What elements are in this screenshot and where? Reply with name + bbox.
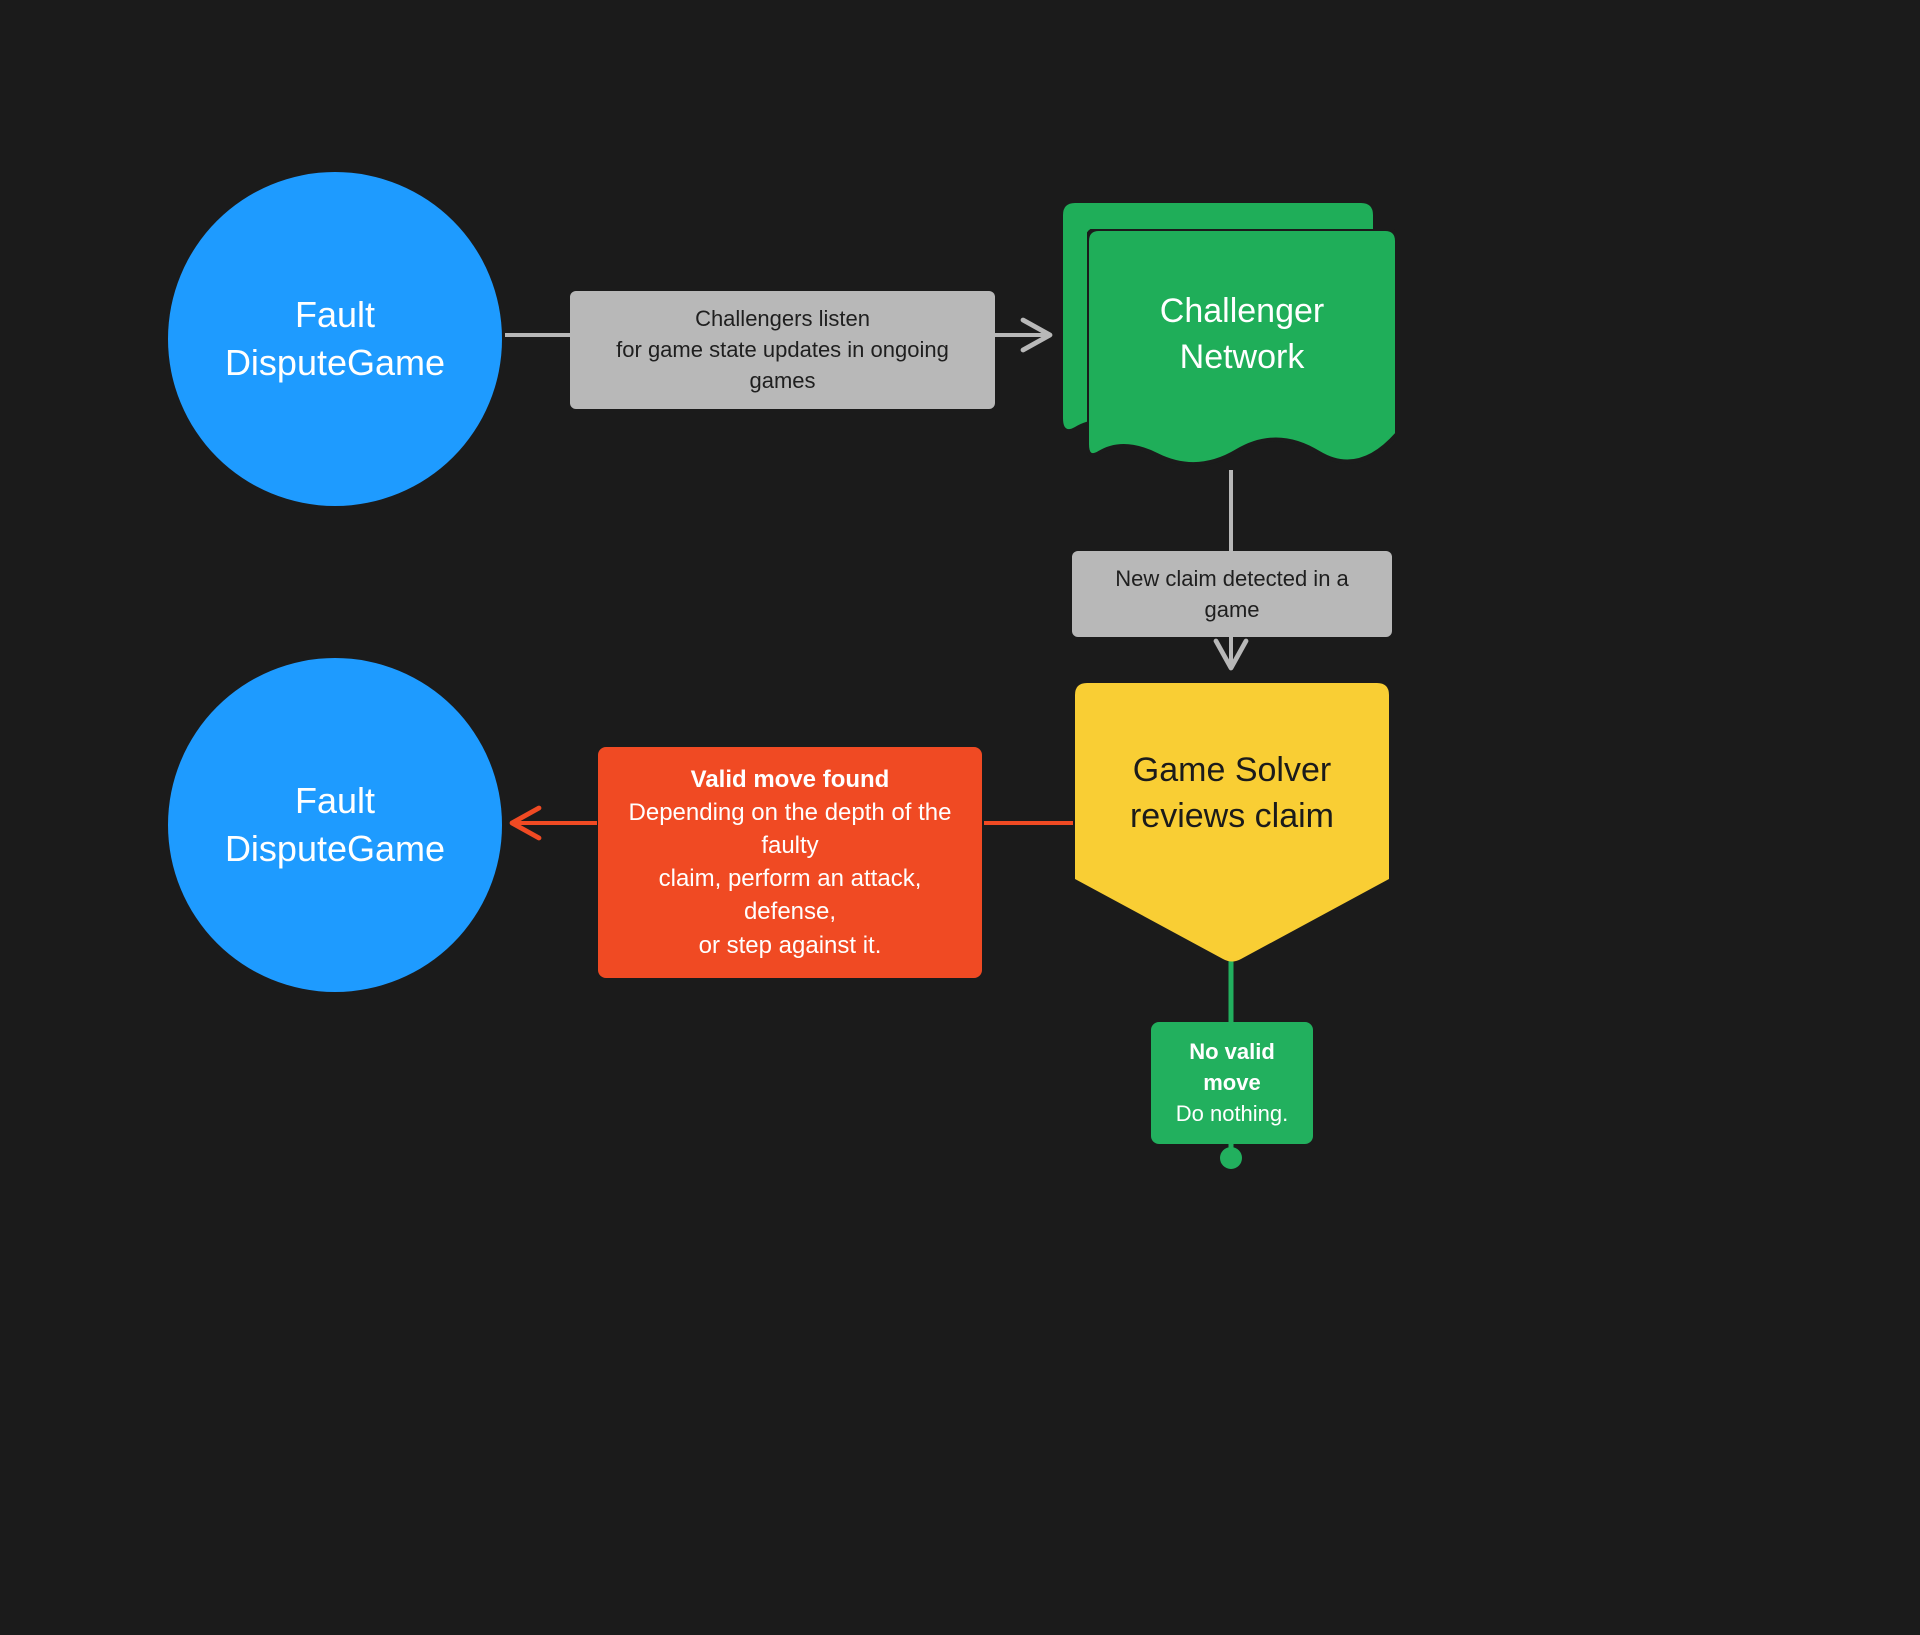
node-label-line-2: DisputeGame xyxy=(224,342,446,383)
node-challenger-network-label: Challenger Network xyxy=(1087,229,1397,439)
document-front-sheet xyxy=(1085,227,1399,469)
node-game-solver[interactable]: Game Solver reviews claim xyxy=(1075,683,1389,963)
node-label-line-1: Fault xyxy=(294,294,376,336)
edge-label-line-2: claim, perform an attack, defense, xyxy=(658,865,922,926)
edge-label-line-1: Depending on the depth of the faulty xyxy=(628,799,952,860)
node-game-solver-label: Game Solver reviews claim xyxy=(1075,683,1389,903)
edge-label-line-3: or step against it. xyxy=(698,931,882,959)
edge-label-new-claim-detected: New claim detected in a game xyxy=(1072,551,1392,638)
edge-label-title: Valid move found xyxy=(690,766,890,793)
edge-label-valid-move-found: Valid move found Depending on the depth … xyxy=(598,747,982,978)
node-fault-dispute-game-top[interactable]: Fault DisputeGame xyxy=(168,172,502,506)
node-label-line-2: reviews claim xyxy=(1129,797,1335,835)
edge-label-title: No valid move xyxy=(1189,1039,1275,1096)
node-label-line-1: Challenger xyxy=(1159,291,1325,330)
node-label-line-2: Network xyxy=(1179,338,1305,376)
edge-label-challengers-listen: Challengers listen for game state update… xyxy=(570,291,995,409)
edge-label-line-1: New claim detected in a game xyxy=(1115,566,1349,623)
node-fault-dispute-game-bottom[interactable]: Fault DisputeGame xyxy=(168,658,502,992)
pentagon-shape xyxy=(1075,683,1389,962)
edge-label-line-2: for game state updates in ongoing games xyxy=(616,337,949,394)
edge-label-no-valid-move: No valid move Do nothing. xyxy=(1151,1022,1313,1144)
edge-label-line-1: Challengers listen xyxy=(695,306,870,331)
node-label-line-1: Game Solver xyxy=(1132,750,1332,789)
terminal-dot xyxy=(1220,1147,1242,1169)
node-challenger-network[interactable]: Challenger Network xyxy=(1063,203,1399,466)
node-label-line-1: Fault xyxy=(294,780,376,822)
node-label-line-2: DisputeGame xyxy=(224,828,446,869)
edge-label-line-1: Do nothing. xyxy=(1175,1101,1289,1127)
